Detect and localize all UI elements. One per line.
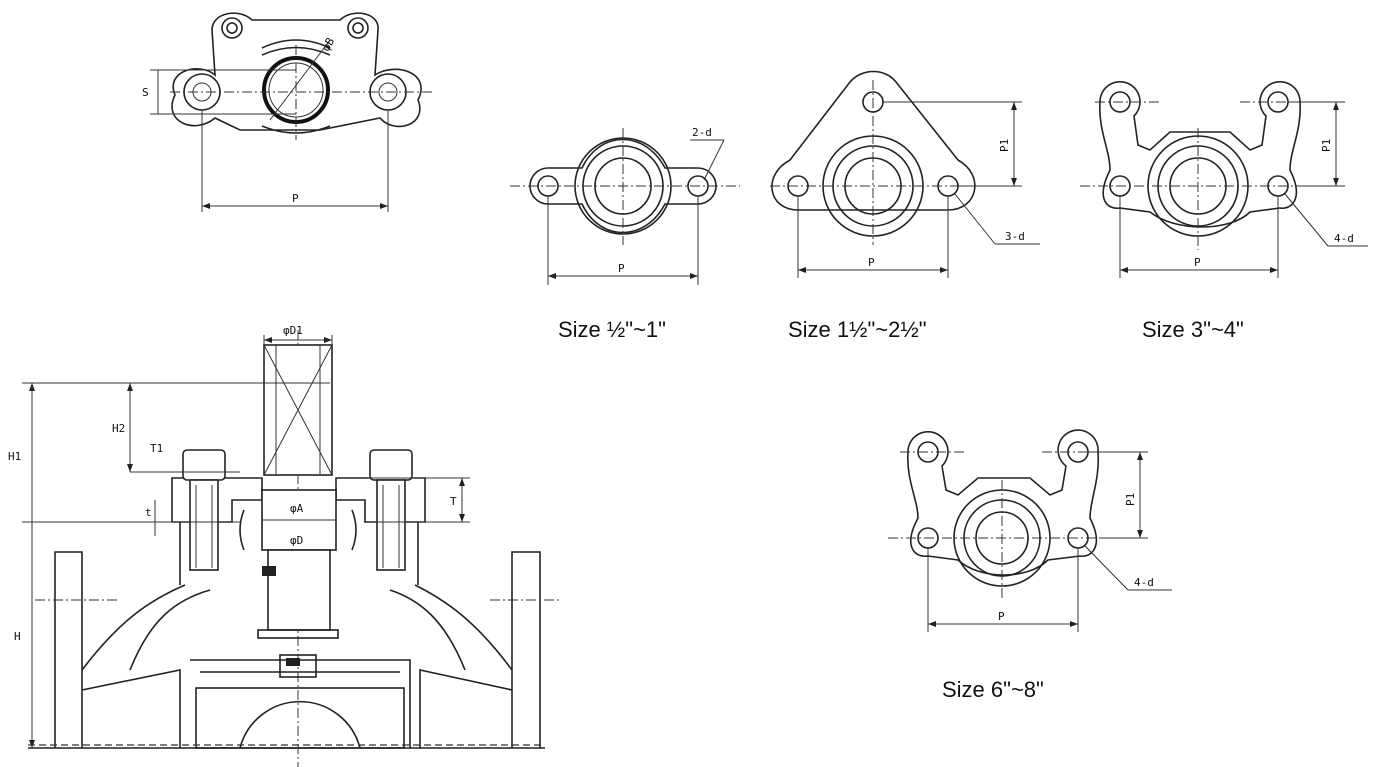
caption-one-half-to-two-half: Size 1½"~2½" <box>788 317 927 342</box>
flange-three-p-label: P <box>1194 256 1201 269</box>
section-h2-label: H2 <box>112 422 125 435</box>
section-t-small-label: t <box>145 506 152 519</box>
flange-one-half-to-two-half: 3-d P1 P Size 1½"~2½" <box>770 70 1040 342</box>
section-t1-label: T1 <box>150 442 163 455</box>
caption-half-to-one: Size ½"~1" <box>558 317 666 342</box>
flange-one-half-p1-label: P1 <box>998 139 1011 152</box>
top-left-phi-b-label: φB <box>319 35 337 53</box>
flange-six-p-label: P <box>998 610 1005 623</box>
flange-three-holes-label: 4-d <box>1334 232 1354 245</box>
flange-half-to-one-p-label: P <box>618 262 625 275</box>
flange-three-to-four: 4-d P1 P Size 3"~4" <box>1080 80 1368 342</box>
section-phi-a-label: φA <box>290 502 304 515</box>
section-h1-label: H1 <box>8 450 21 463</box>
section-d1-label: φD1 <box>283 324 303 337</box>
flange-six-holes-label: 4-d <box>1134 576 1154 589</box>
flange-half-to-one: 2-d P Size ½"~1" <box>510 126 740 342</box>
flange-six-to-eight: 4-d P1 P Size 6"~8" <box>888 429 1172 702</box>
top-left-plate-view: φB S P <box>142 12 435 212</box>
flange-half-to-one-holes-label: 2-d <box>692 126 712 139</box>
section-h-label: H <box>14 630 21 643</box>
valve-section-view: φD1 H1 H2 H T1 t T φA φD <box>8 324 560 767</box>
top-left-p-label: P <box>292 192 299 205</box>
flange-one-half-p-label: P <box>868 256 875 269</box>
flange-six-p1-label: P1 <box>1124 493 1137 506</box>
flange-one-half-holes-label: 3-d <box>1005 230 1025 243</box>
caption-three-to-four: Size 3"~4" <box>1142 317 1244 342</box>
section-phi-d-label: φD <box>290 534 303 547</box>
flange-three-p1-label: P1 <box>1320 139 1333 152</box>
section-t-big-label: T <box>450 495 457 508</box>
top-left-s-label: S <box>142 86 149 99</box>
caption-six-to-eight: Size 6"~8" <box>942 677 1044 702</box>
